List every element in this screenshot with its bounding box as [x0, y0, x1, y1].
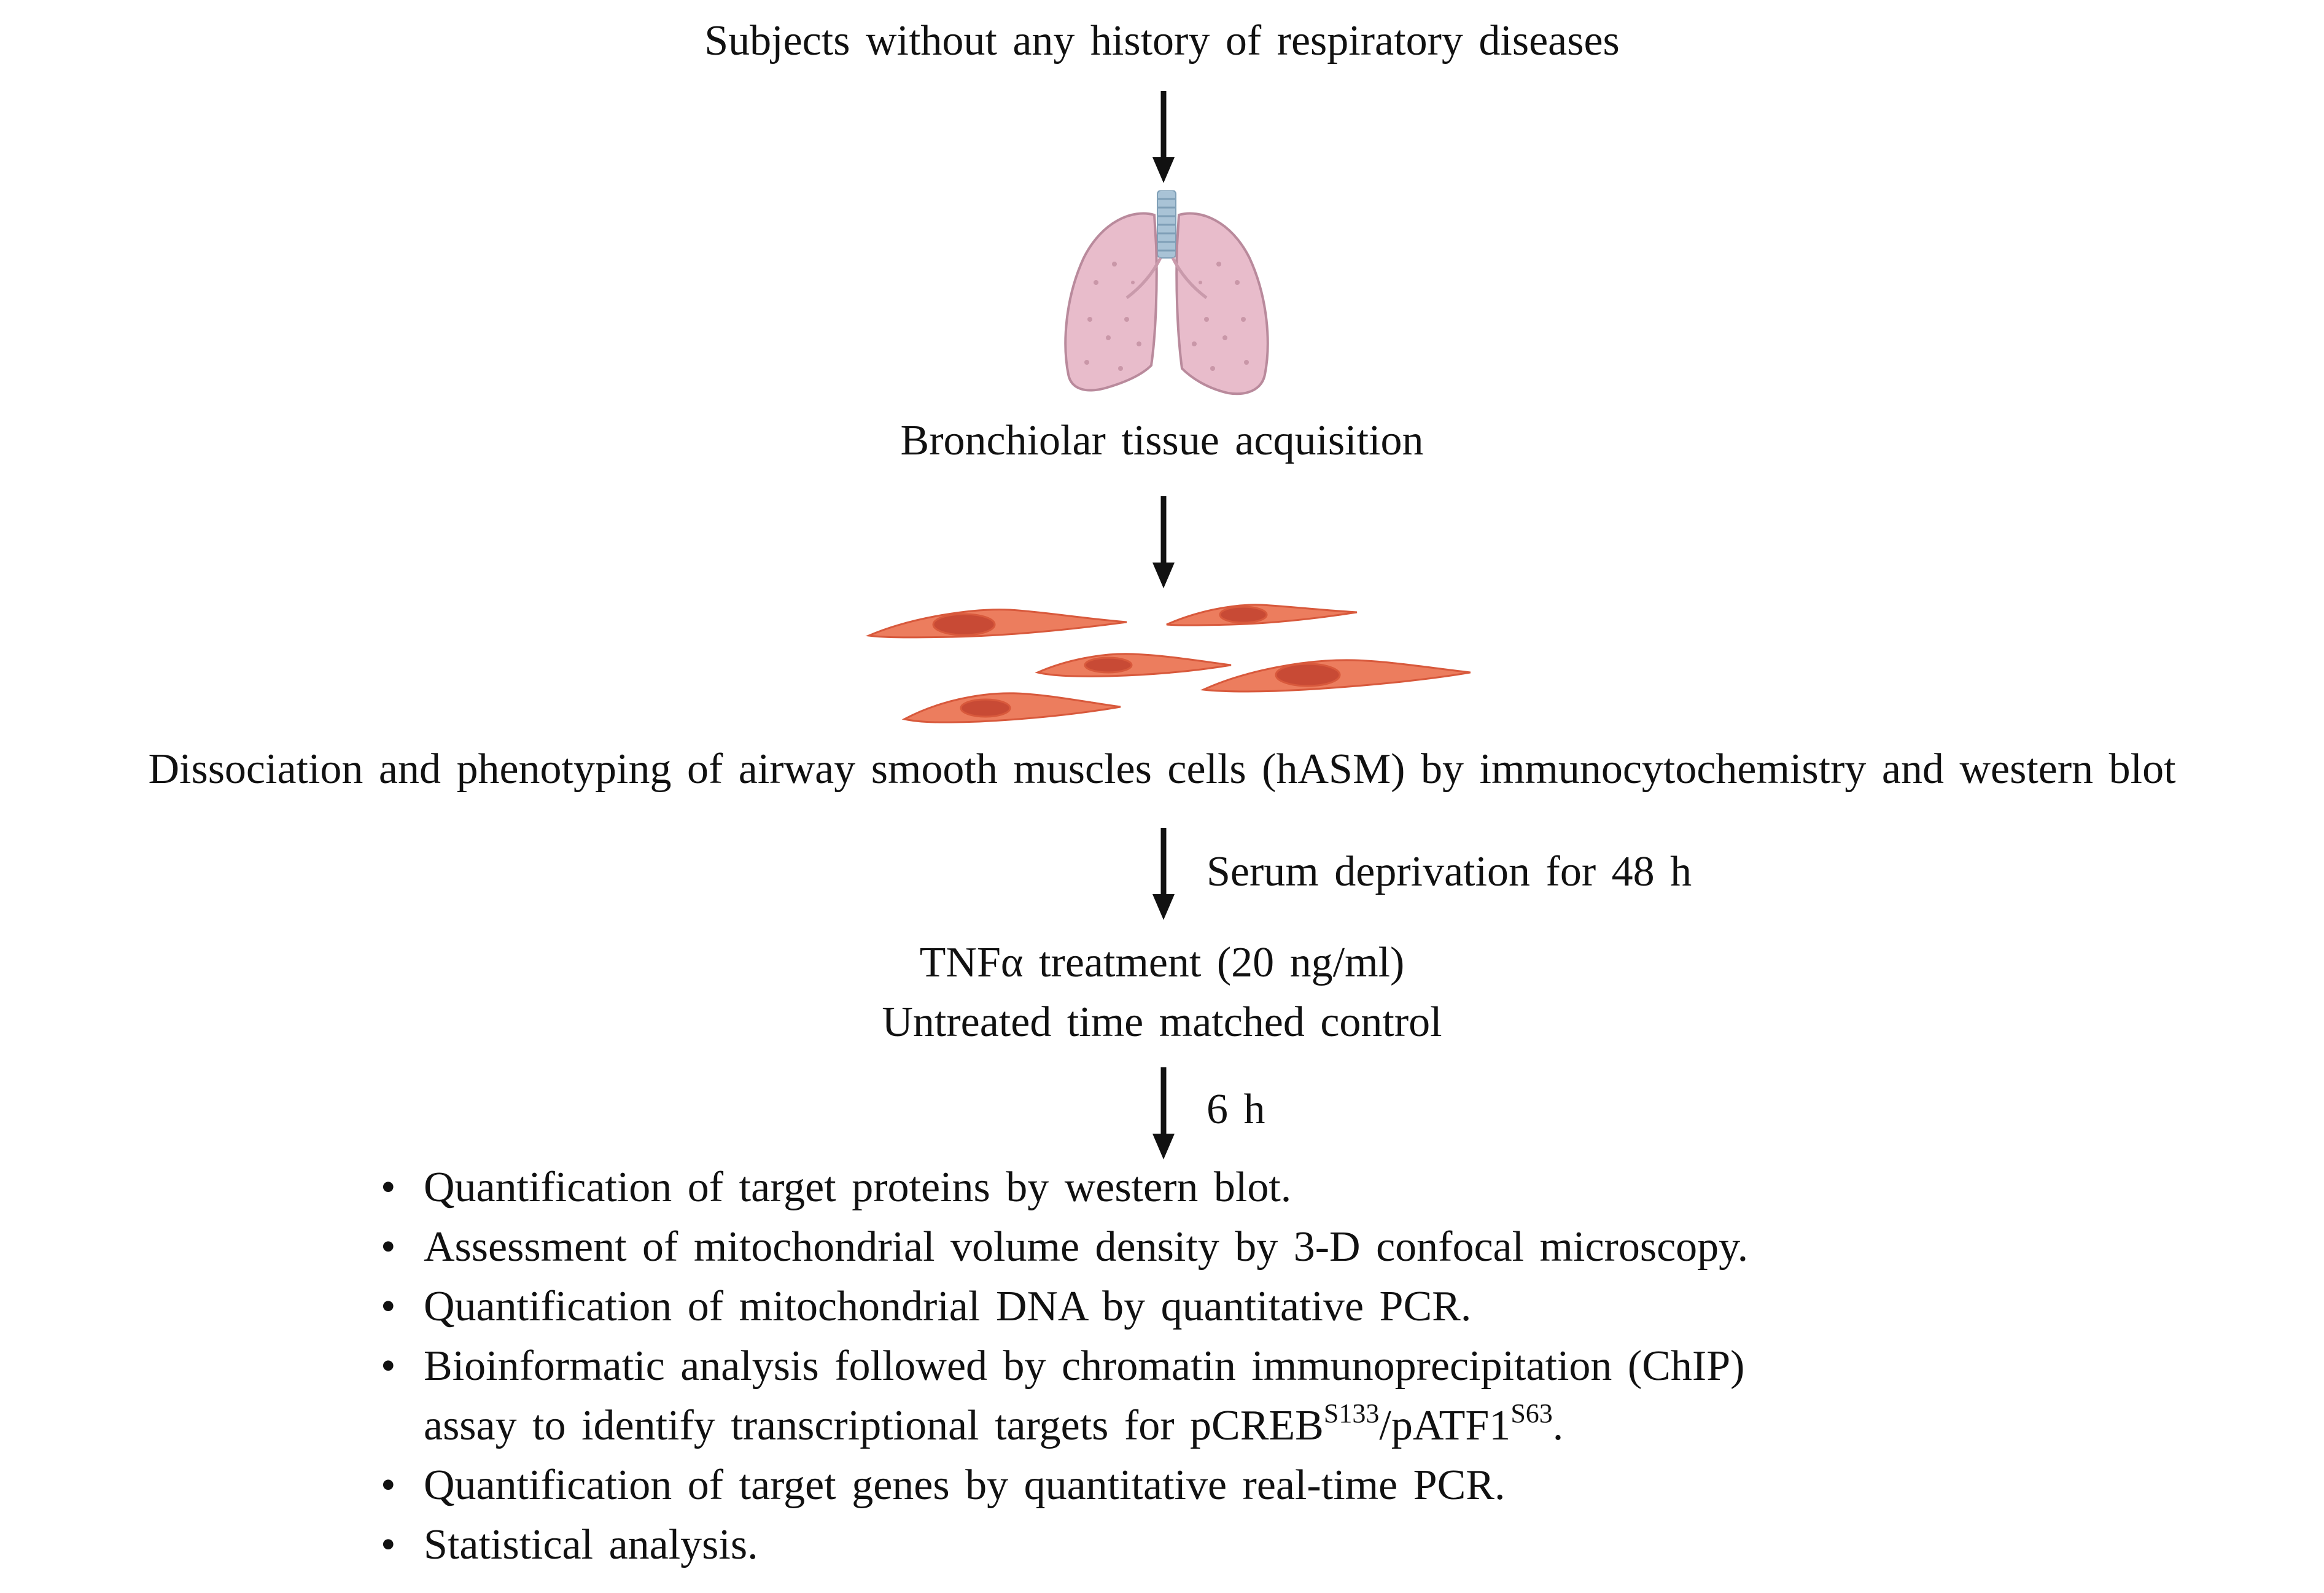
- arrow-down-2: [1152, 496, 1175, 588]
- step-bronchiolar: Bronchiolar tissue acquisition: [900, 417, 1424, 464]
- bullet-dot: •: [381, 1342, 396, 1390]
- arrow-down-3: [1152, 828, 1175, 920]
- step-treatment: TNFα treatment (20 ng/ml): [919, 939, 1405, 986]
- bullet-dot: •: [381, 1223, 396, 1271]
- arrow-label-serum-deprivation: Serum deprivation for 48 h: [1207, 848, 1692, 895]
- bullet-dot: •: [381, 1283, 396, 1330]
- bullet-dot: •: [381, 1164, 396, 1211]
- superscript-s133: S133: [1323, 1398, 1380, 1428]
- lungs-illustration: [1064, 190, 1269, 395]
- step-control: Untreated time matched control: [882, 999, 1442, 1046]
- list-item: • Bioinformatic analysis followed by chr…: [381, 1336, 1748, 1455]
- arrow-label-6h: 6 h: [1207, 1086, 1265, 1133]
- step-dissociation: Dissociation and phenotyping of airway s…: [148, 746, 2176, 793]
- list-item: • Assessment of mitochondrial volume den…: [381, 1217, 1748, 1277]
- bullet-dot: •: [381, 1462, 396, 1509]
- list-item: • Quantification of target proteins by w…: [381, 1158, 1748, 1217]
- list-item: • Quantification of mitochondrial DNA by…: [381, 1277, 1748, 1336]
- bullet-dot: •: [381, 1521, 396, 1568]
- list-item: • Statistical analysis.: [381, 1515, 1748, 1575]
- step-subjects: Subjects without any history of respirat…: [704, 17, 1620, 64]
- arrow-down-1: [1152, 91, 1175, 183]
- smooth-muscle-cells-illustration: [865, 604, 1471, 723]
- superscript-s63: S63: [1510, 1398, 1553, 1428]
- analysis-list: • Quantification of target proteins by w…: [381, 1158, 1748, 1575]
- arrow-down-4: [1152, 1067, 1175, 1159]
- list-item: • Quantification of target genes by quan…: [381, 1455, 1748, 1515]
